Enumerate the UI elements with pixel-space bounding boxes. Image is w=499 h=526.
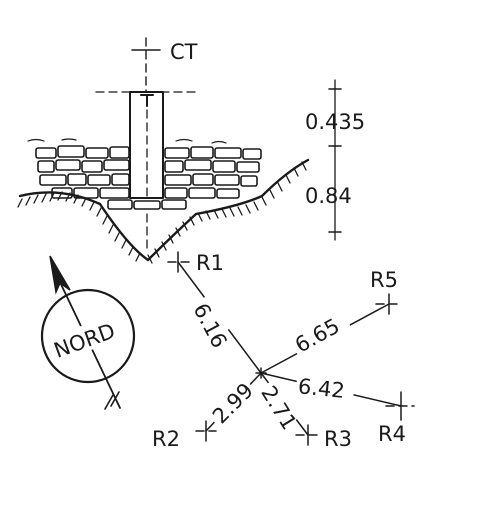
distance-r3: 2.71 [256,382,301,434]
north-compass: NORD [40,255,136,410]
north-arrow-icon [49,255,71,295]
dimension-chain: 0.435 0.84 [305,79,365,241]
ct-label: CT [170,40,198,64]
point-r3-label: R3 [324,427,352,451]
point-r2-label: R2 [152,427,180,451]
point-r4-label: R4 [378,422,406,446]
dimension-0435: 0.435 [305,110,365,134]
dimension-084: 0.84 [305,184,352,208]
point-r1-label: R1 [196,251,224,275]
stone-wall-right [164,146,262,199]
stone-wall-left [35,145,130,199]
ground-hatch [17,161,307,264]
distance-r4: 6.42 [297,374,346,403]
point-r5-label: R5 [370,268,398,292]
ct-pillar-section: CT [17,37,310,264]
